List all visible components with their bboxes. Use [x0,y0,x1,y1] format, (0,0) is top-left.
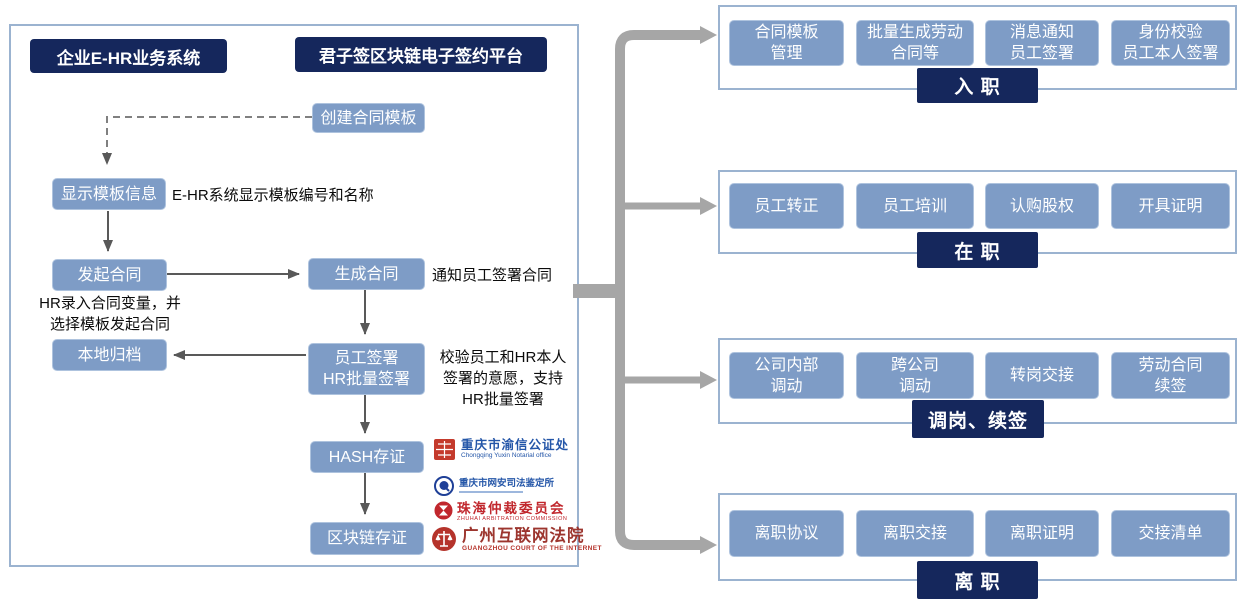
connector-trunk [615,30,701,550]
item-line: 交接清单 [1138,525,1203,542]
logo-zhuhai-name: 珠海仲裁委员会 [457,501,566,516]
item-line: 认购股权 [1009,197,1074,215]
note-sign-line1: 校验员工和HR本人 [439,349,567,366]
logo-chongqing-yuxin-notary: 重庆市渝信公证处 Chongqing Yuxin Notarial office [433,438,569,461]
group-label-resignation: 离 职 [917,561,1038,599]
item-line: 合同模板 [754,24,819,41]
connector-arrowhead-4 [700,536,717,554]
item-handover-checklist: 交接清单 [1111,510,1230,557]
connector-arrowhead-3 [700,371,717,389]
connector-arrowhead-1 [700,26,717,44]
group-label-onboarding: 入 职 [917,68,1038,103]
group-label-text: 离 职 [954,571,1001,593]
item-line: 劳动合同 [1138,356,1203,374]
item-line: 员工转正 [754,197,819,215]
logo-gzcourt-subname: GUANGZHOU COURT OF THE INTERNET [462,545,602,552]
item-labor-contract-renewal: 劳动合同续签 [1111,352,1230,399]
group-label-employed: 在 职 [917,232,1038,268]
group-label-text: 在 职 [954,241,1001,263]
flow-node-hash-deposit: HASH存证 [310,441,424,473]
note-initiate-line1: HR录入合同变量，并 [39,295,181,312]
logo-zhuhai-subname: ZHUHAI ARBITRATION COMMISSION [457,516,568,522]
flow-node-hash-deposit-label: HASH存证 [328,448,406,466]
flow-node-display-template-info-label: 显示模板信息 [60,185,157,203]
logo-gzcourt-name: 广州互联网法院 [462,526,585,545]
note-sign-line2: 签署的意愿，支持 [442,370,563,387]
logo-zhuhai-arbitration: 珠海仲裁委员会 ZHUHAI ARBITRATION COMMISSION [434,501,567,523]
item-line: 员工签署 [1009,45,1074,62]
court-scales-icon [432,527,456,551]
arbitration-emblem-icon [434,501,453,520]
item-line: 离职证明 [1009,525,1074,542]
flow-node-generate-contract-label: 生成合同 [334,265,399,283]
title-junziqian-platform: 君子签区块链电子签约平台 [295,37,547,72]
item-line: 合同等 [890,45,939,62]
item-line: 续签 [1154,377,1187,395]
item-notify-employee-sign: 消息通知员工签署 [985,20,1099,66]
flow-node-initiate-contract: 发起合同 [52,259,167,291]
flow-node-create-template: 创建合同模板 [312,103,425,133]
item-cross-company-transfer: 跨公司调动 [856,352,974,399]
item-line: 批量生成劳动 [866,24,963,41]
item-line: 转岗交接 [1009,367,1074,384]
item-post-handover: 转岗交接 [985,352,1099,399]
forensic-badge-icon [434,476,454,496]
logo-wangan-name: 重庆市网安司法鉴定所 [459,478,555,489]
item-internal-transfer: 公司内部调动 [729,352,844,399]
logo-chongqing-wangan-forensic: 重庆市网安司法鉴定所 [434,476,554,496]
flow-node-local-archive: 本地归档 [52,339,167,371]
item-batch-generate-contracts: 批量生成劳动合同等 [856,20,974,66]
item-line: 管理 [770,45,803,62]
item-line: 跨公司 [890,356,939,374]
group-label-text: 入 职 [954,77,1001,98]
title-junziqian-platform-label: 君子签区块链电子签约平台 [319,47,523,66]
logo-yuxin-subname: Chongqing Yuxin Notarial office [461,452,552,459]
item-resignation-agreement: 离职协议 [729,510,844,557]
flow-node-local-archive-label: 本地归档 [77,346,142,364]
item-line: 调动 [898,377,931,395]
flow-node-employee-sign-line1: 员工签署 [334,350,399,367]
item-line: 员工本人签署 [1122,45,1219,62]
item-stock-subscription: 认购股权 [985,183,1099,229]
item-line: 离职交接 [882,525,947,542]
item-line: 调动 [770,377,803,395]
item-issue-certificate: 开具证明 [1111,183,1230,229]
item-employee-training: 员工培训 [856,183,974,229]
note-sign-line3: HR批量签署 [462,391,544,408]
title-ehr-system: 企业E-HR业务系统 [30,39,227,73]
left-flowchart-panel [9,24,579,567]
notary-seal-icon [434,439,455,460]
logo-wangan-subtext-bar [459,491,523,493]
flow-node-generate-contract: 生成合同 [308,258,425,290]
group-label-text: 调岗、续签 [927,410,1028,432]
item-line: 离职协议 [754,525,819,542]
item-line: 消息通知 [1009,24,1074,41]
logo-guangzhou-internet-court: 广州互联网法院 GUANGZHOU COURT OF THE INTERNET [431,526,602,553]
note-generate-contract: 通知员工签署合同 [432,267,553,284]
flow-node-employee-sign-line2: HR批量签署 [322,371,411,388]
note-display-template: E-HR系统显示模板编号和名称 [172,187,374,204]
title-ehr-system-label: 企业E-HR业务系统 [56,48,201,68]
note-employee-sign: 校验员工和HR本人 签署的意愿，支持 HR批量签署 [424,347,582,410]
item-line: 开具证明 [1138,197,1203,215]
note-initiate-contract: HR录入合同变量，并 选择模板发起合同 [14,293,206,335]
note-initiate-line2: 选择模板发起合同 [49,316,170,333]
item-resignation-certificate: 离职证明 [985,510,1099,557]
flow-node-initiate-contract-label: 发起合同 [77,266,142,284]
flow-node-employee-sign: 员工签署 HR批量签署 [308,343,425,395]
item-identity-verify-sign: 身份校验员工本人签署 [1111,20,1230,66]
connector-arrowhead-2 [700,197,717,215]
logo-yuxin-name: 重庆市渝信公证处 [461,438,570,452]
item-employee-confirmation: 员工转正 [729,183,844,229]
flow-node-blockchain-deposit-label: 区块链存证 [326,530,407,547]
item-line: 员工培训 [882,197,947,215]
group-label-transfer: 调岗、续签 [912,400,1044,438]
item-contract-template-mgmt: 合同模板管理 [729,20,844,66]
flow-node-display-template-info: 显示模板信息 [52,178,166,210]
item-resignation-handover: 离职交接 [856,510,974,557]
flow-node-blockchain-deposit: 区块链存证 [310,522,424,555]
flow-node-create-template-label: 创建合同模板 [320,109,417,127]
item-line: 身份校验 [1138,24,1203,41]
item-line: 公司内部 [754,356,819,374]
